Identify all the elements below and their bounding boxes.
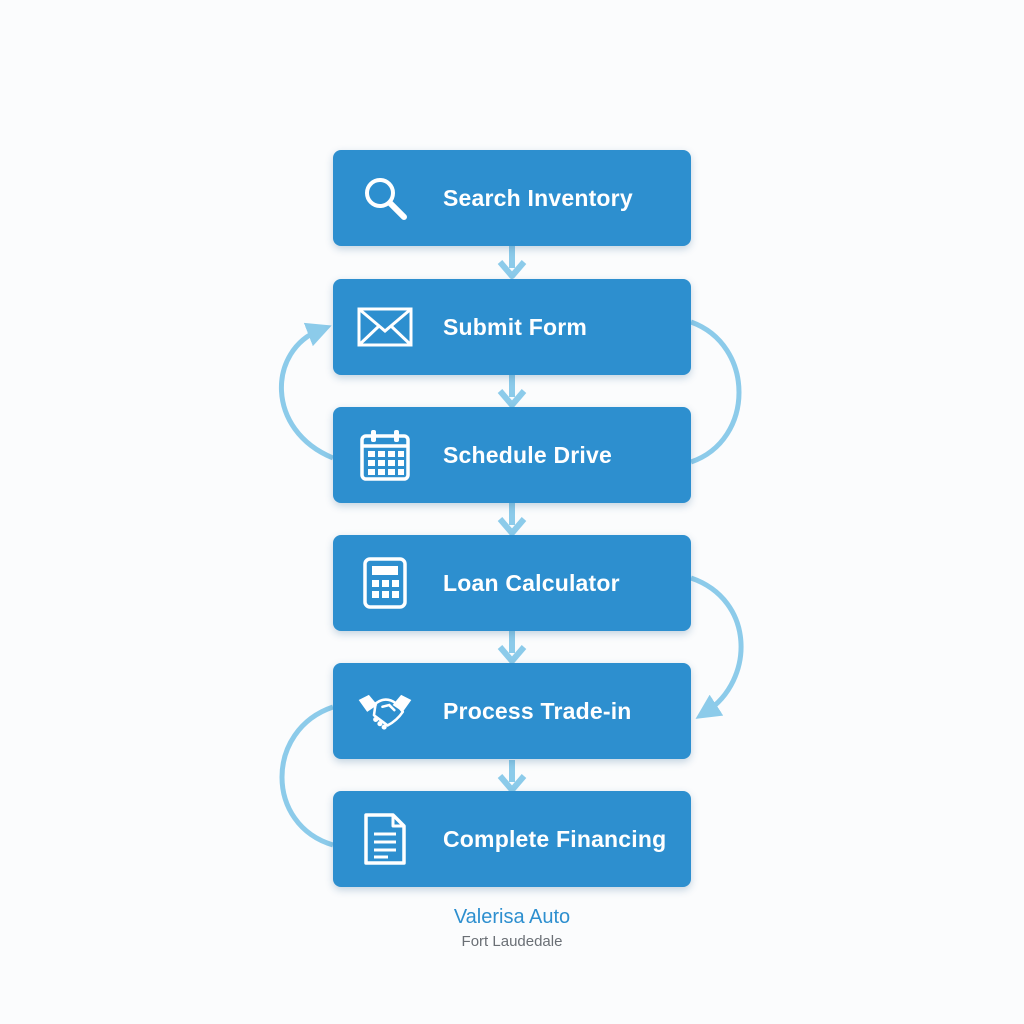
step-label: Process Trade-in <box>443 697 632 724</box>
envelope-icon <box>357 299 413 355</box>
down-arrow-5 <box>497 760 527 793</box>
loop-arrow-right-lower <box>690 575 744 719</box>
down-arrow-4 <box>497 631 527 664</box>
loop-arrow-right-upper <box>690 319 742 465</box>
step-schedule-drive[interactable]: Schedule Drive <box>333 407 691 503</box>
step-submit-form[interactable]: Submit Form <box>333 279 691 375</box>
down-arrow-3 <box>497 503 527 536</box>
brand-location: Fort Laudedale <box>461 933 563 950</box>
step-loan-calculator[interactable]: Loan Calculator <box>333 535 691 631</box>
brand-name: Valerisa Auto <box>453 906 571 928</box>
handshake-icon <box>357 683 413 739</box>
calculator-icon <box>357 555 413 611</box>
search-icon <box>357 170 413 226</box>
down-arrow-2 <box>497 375 527 408</box>
document-icon <box>357 811 413 867</box>
calendar-icon <box>357 427 413 483</box>
step-label: Loan Calculator <box>443 569 620 596</box>
step-process-trade-in[interactable]: Process Trade-in <box>333 663 691 759</box>
loop-arrow-left-lower <box>279 704 334 848</box>
loop-arrow-left-upper <box>278 322 334 461</box>
step-label: Submit Form <box>443 313 588 340</box>
down-arrow-1 <box>497 246 527 279</box>
step-label: Complete Financing <box>443 825 667 852</box>
step-search-inventory[interactable]: Search Inventory <box>333 150 691 246</box>
step-label: Schedule Drive <box>443 441 612 468</box>
step-label: Search Inventory <box>443 184 633 211</box>
step-complete-financing[interactable]: Complete Financing <box>333 791 691 887</box>
